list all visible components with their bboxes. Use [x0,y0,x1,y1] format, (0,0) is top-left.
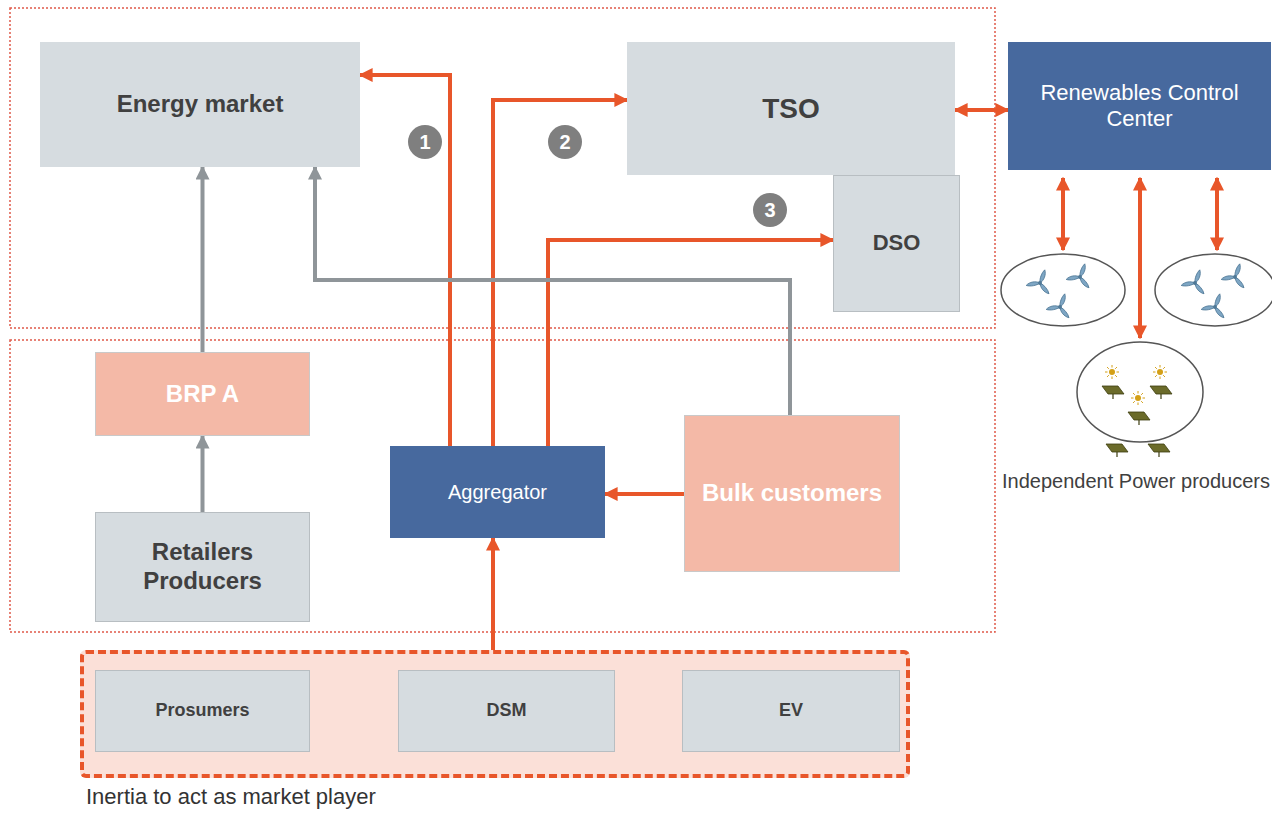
box-label: Prosumers [149,700,255,722]
box-label: BRP A [160,380,245,409]
box-label: DSO [867,230,927,256]
operator-box: DSO [833,175,960,312]
resource-box: Prosumers [95,670,310,752]
player-box: Retailers Producers [95,512,310,622]
callout-number: 1 [408,125,442,159]
solar-unit [1150,365,1172,399]
box-label: Bulk customers [696,479,888,508]
box-label: Aggregator [442,480,553,504]
flow-arrow [605,492,684,496]
market-box: Energy market [40,42,360,167]
solar-farm [1077,342,1203,442]
box-label: EV [773,700,809,722]
box-label: Energy market [111,90,290,119]
box-label: Renewables Control Center [1008,80,1271,133]
wind-turbine [1181,269,1205,295]
flow-arrow [315,167,790,415]
aggregator-box: Aggregator [390,446,605,538]
wind-farm [1001,254,1125,326]
group-region: Inertia to act as market player Prosumers… [80,650,910,812]
solar-unit [1128,391,1150,425]
resource-box: DSM [398,670,615,752]
solar-unit [1102,365,1124,399]
flow-arrow [955,108,1008,112]
box-label: DSM [481,700,533,722]
wind-farm [1155,254,1272,326]
wind-turbine [1201,293,1225,319]
control-center-box: Renewables Control Center [1008,42,1271,170]
player-box: BRP A [95,352,310,436]
resource-box: EV [682,670,900,752]
player-box: Bulk customers [684,415,900,572]
flow-arrow [493,100,627,446]
player-region [10,340,995,632]
flow-arrow [360,75,450,446]
flow-arrow [491,538,495,650]
wind-turbines [1026,263,1245,319]
group-caption: Inertia to act as market player [80,784,910,810]
solar-panels [1102,365,1172,457]
flow-arrow [201,436,205,512]
operator-box: TSO [627,42,955,175]
wind-turbine [1221,263,1245,289]
solar-unit [1106,444,1128,457]
box-label: TSO [756,92,826,126]
solar-unit [1148,444,1170,457]
wind-turbine [1046,293,1070,319]
callout-number: 3 [753,193,787,227]
box-label: Retailers Producers [117,538,289,596]
flow-arrow [201,167,205,352]
callout-number: 2 [548,125,582,159]
wind-turbine [1026,269,1050,295]
wind-turbine [1066,263,1090,289]
group-caption: Independent Power producers [1000,468,1272,494]
